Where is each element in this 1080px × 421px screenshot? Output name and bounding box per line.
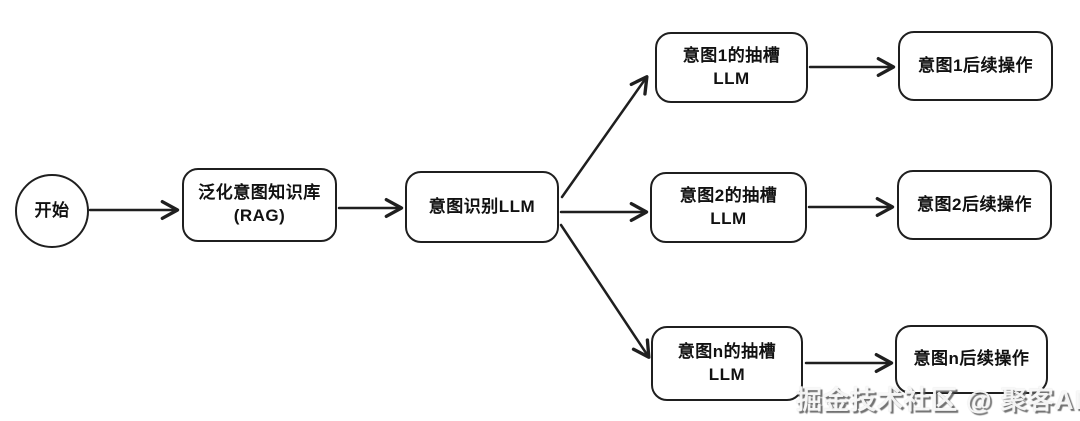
node-slot1-label-line2: LLM — [713, 68, 750, 88]
node-rag-knowledge-base: 泛化意图知识库 (RAG) — [182, 168, 337, 242]
node-start: 开始 — [15, 174, 89, 248]
node-recognize-label: 意图识别LLM — [428, 196, 536, 216]
node-slotn-label-line1: 意图n的抽槽 — [677, 341, 777, 361]
arrow-recognize-to-slotn — [559, 223, 651, 359]
node-intentn-slot-llm: 意图n的抽槽 LLM — [651, 326, 803, 401]
node-intent2-followup: 意图2后续操作 — [897, 170, 1052, 240]
node-intent-recognition-llm: 意图识别LLM — [405, 171, 559, 243]
node-slot2-label-line2: LLM — [710, 208, 747, 228]
arrow-recognize-to-slot1 — [560, 75, 649, 199]
node-slot1-label-line1: 意图1的抽槽 — [682, 45, 781, 65]
node-slot2-label-line1: 意图2的抽槽 — [679, 185, 778, 205]
node-start-label: 开始 — [34, 200, 70, 220]
node-intent1-followup: 意图1后续操作 — [898, 31, 1053, 101]
node-follow1-label: 意图1后续操作 — [918, 55, 1033, 75]
node-rag-label-line1: 泛化意图知识库 — [198, 183, 321, 203]
node-rag-label-line2: (RAG) — [233, 206, 286, 225]
node-intent2-slot-llm: 意图2的抽槽 LLM — [650, 172, 807, 243]
node-slotn-label-line2: LLM — [708, 364, 746, 384]
node-intentn-followup: 意图n后续操作 — [895, 325, 1048, 394]
node-intent1-slot-llm: 意图1的抽槽 LLM — [655, 32, 808, 103]
watermark-text: 掘金技术社区 @ 聚客AI — [796, 385, 1080, 415]
node-follow2-label: 意图2后续操作 — [917, 194, 1032, 214]
node-follown-label: 意图n后续操作 — [913, 349, 1030, 369]
